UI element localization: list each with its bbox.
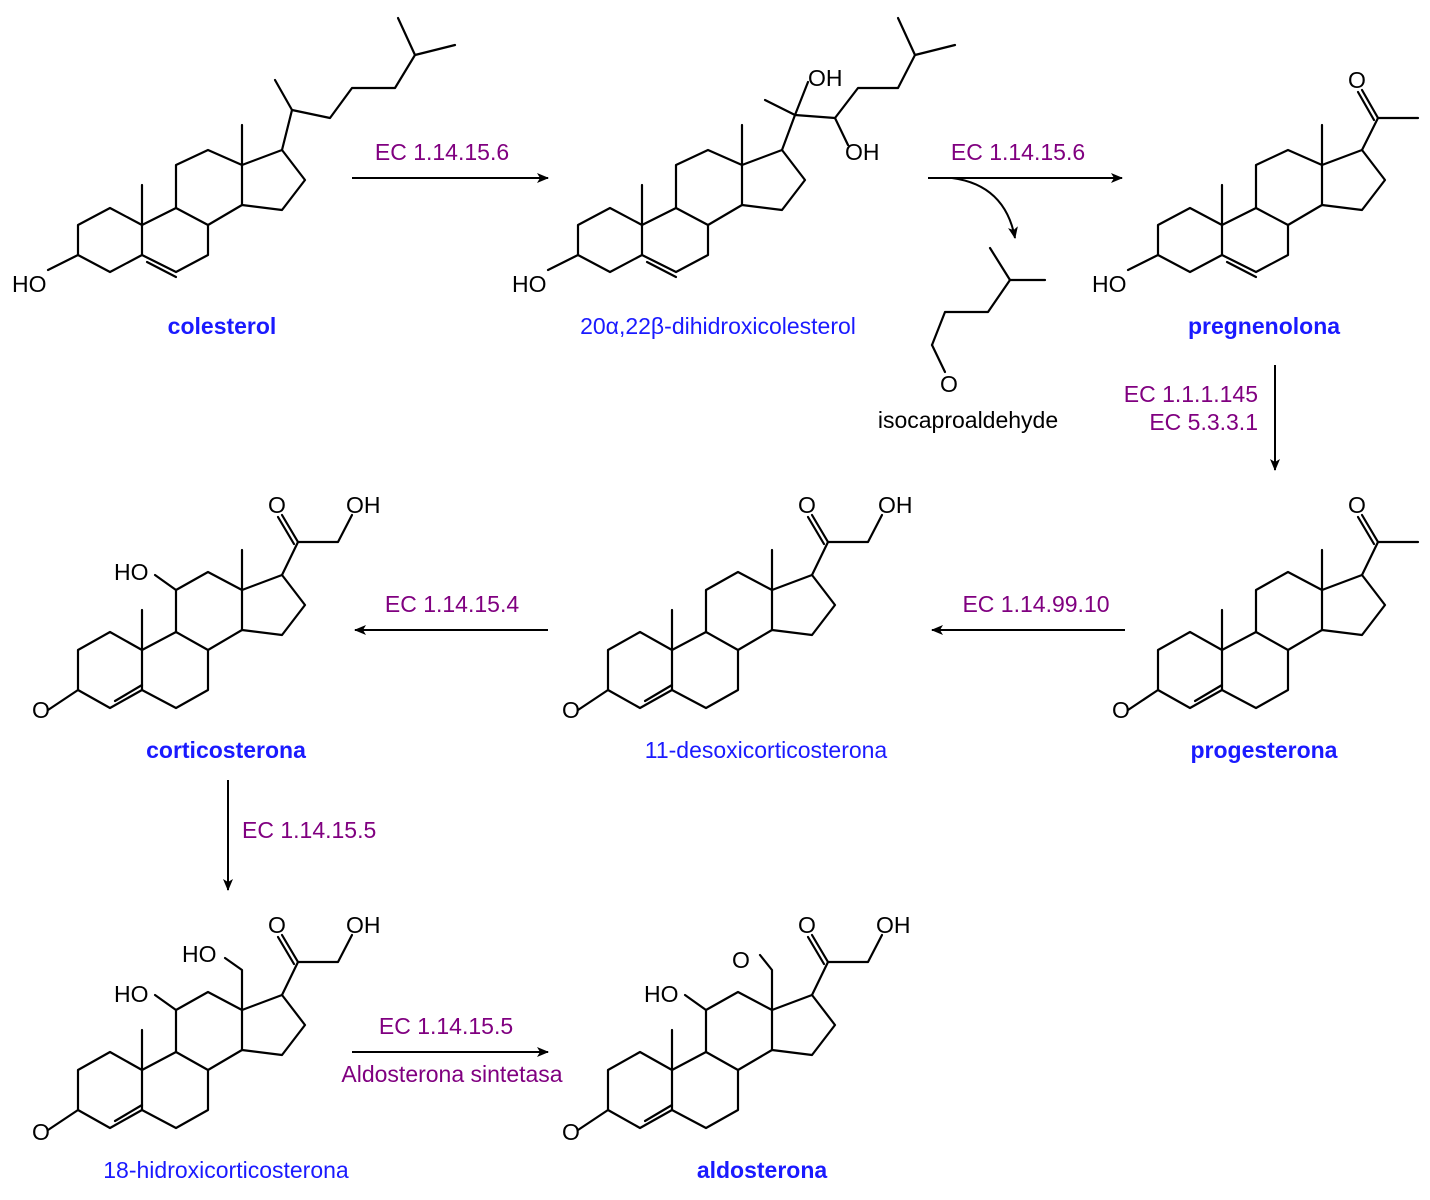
isocaproaldehyde-structure [930, 246, 1047, 374]
enzyme-step5: EC 1.14.15.4 [385, 591, 519, 617]
dihidroxi-structure [546, 16, 957, 279]
compound-corticosterona: corticosterona [146, 737, 306, 763]
o-label: O [1348, 492, 1366, 518]
compound-aldosterona: aldosterona [697, 1157, 828, 1183]
o-label: O [798, 492, 816, 518]
ho-label: HO [12, 271, 47, 297]
compound-progesterona: progesterona [1191, 737, 1338, 763]
compound-pregnenolona: pregnenolona [1188, 313, 1340, 339]
o-label: O [798, 912, 816, 938]
compound-colesterol: colesterol [168, 313, 277, 339]
o-label: O [1112, 697, 1130, 723]
corticosterona-structure [46, 513, 354, 712]
desoxicorticosterona-structure [576, 513, 884, 712]
enzyme-step2: EC 1.14.15.6 [951, 139, 1085, 165]
oh-label: OH [876, 912, 911, 938]
colesterol-structure [46, 16, 457, 279]
ho-label: HO [114, 981, 149, 1007]
o-label: O [1348, 67, 1366, 93]
ho-label: HO [114, 559, 149, 585]
oh-label: OH [346, 492, 381, 518]
enzyme-step1: EC 1.14.15.6 [375, 139, 509, 165]
enzyme-step6: EC 1.14.15.5 [242, 817, 376, 843]
aldosterona-structure [576, 933, 884, 1132]
ho-label: HO [512, 271, 547, 297]
oh-label: OH [346, 912, 381, 938]
oh-label: OH [808, 65, 843, 91]
pregnenolona-structure [1126, 88, 1420, 279]
ho-label: HO [1092, 271, 1127, 297]
o-label: O [32, 1119, 50, 1145]
compound-18-hidroxicorticosterona: 18-hidroxicorticosterona [103, 1157, 349, 1183]
o-label: O [732, 947, 750, 973]
compound-dihidroxicolesterol: 20α,22β-dihidroxicolesterol [580, 313, 856, 339]
enzyme-step7a: EC 1.14.15.5 [379, 1013, 513, 1039]
hidroxicorticosterona-structure [46, 933, 354, 1132]
o-label: O [268, 492, 286, 518]
o-label: O [32, 697, 50, 723]
o-label: O [562, 1119, 580, 1145]
ho-label: HO [182, 941, 217, 967]
enzyme-step7b: Aldosterona sintetasa [341, 1061, 562, 1087]
compound-desoxicorticosterona: 11-desoxicorticosterona [645, 737, 888, 763]
ho-label: HO [644, 981, 679, 1007]
oh-label: OH [878, 492, 913, 518]
oh-label: OH [845, 139, 880, 165]
enzyme-step3b: EC 5.3.3.1 [1149, 409, 1258, 435]
arrow-side-product [951, 177, 1018, 239]
enzyme-step4: EC 1.14.99.10 [962, 591, 1109, 617]
o-label: O [268, 912, 286, 938]
o-label: O [562, 697, 580, 723]
progesterona-structure [1126, 513, 1420, 712]
compound-isocaproaldehyde: isocaproaldehyde [878, 407, 1058, 433]
enzyme-step3a: EC 1.1.1.145 [1124, 381, 1258, 407]
o-label: O [940, 371, 958, 397]
